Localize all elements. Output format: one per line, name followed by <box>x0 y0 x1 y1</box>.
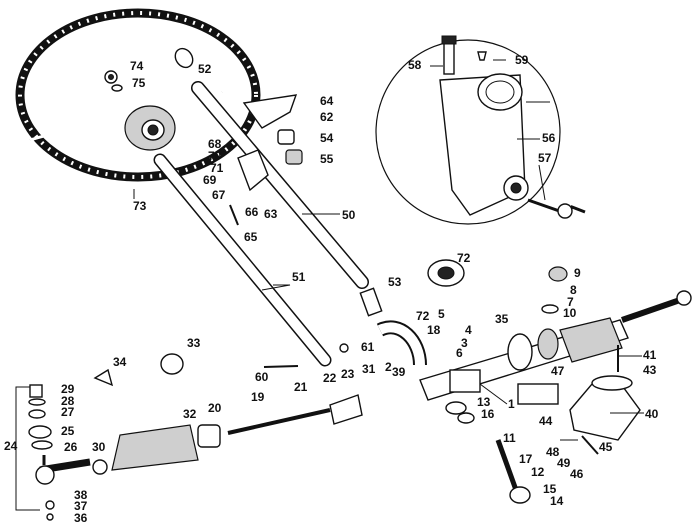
callout-38: 38 <box>74 488 88 502</box>
callout-51: 51 <box>292 270 306 284</box>
callout-6: 6 <box>456 346 463 360</box>
callout-45: 45 <box>599 440 613 454</box>
callout-39: 39 <box>392 365 406 379</box>
callout-19: 19 <box>251 390 265 404</box>
callout-13: 13 <box>477 395 491 409</box>
callout-46: 46 <box>570 467 584 481</box>
callout-58: 58 <box>408 58 422 72</box>
callout-49: 49 <box>557 456 571 470</box>
callout-53: 53 <box>388 275 402 289</box>
callout-37: 37 <box>74 499 88 513</box>
callout-34: 34 <box>113 355 127 369</box>
callout-73: 73 <box>133 199 147 213</box>
callout-27: 27 <box>61 405 75 419</box>
callout-26: 26 <box>64 440 78 454</box>
callout-28: 28 <box>61 394 75 408</box>
callout-18: 18 <box>427 323 441 337</box>
callout-33: 33 <box>187 336 201 350</box>
callout-20: 20 <box>208 401 222 415</box>
callout-41: 41 <box>643 348 657 362</box>
callout-56: 56 <box>542 131 556 145</box>
callout-1: 1 <box>508 397 515 411</box>
callout-14: 14 <box>550 494 564 508</box>
callout-70: 70 <box>208 149 222 163</box>
callout-72-lower: 72 <box>416 309 430 323</box>
callout-66: 66 <box>245 205 259 219</box>
column-lock-inset <box>375 35 586 225</box>
steering-column-tubes <box>153 47 369 367</box>
callout-44: 44 <box>539 414 553 428</box>
callout-25: 25 <box>61 424 75 438</box>
left-tie-rod-assembly <box>28 384 363 521</box>
callout-11: 11 <box>503 431 516 445</box>
callout-68: 68 <box>208 137 222 151</box>
leader-lines <box>15 59 644 511</box>
callout-30: 30 <box>92 440 106 454</box>
wheel-nut-and-washer <box>104 70 123 92</box>
column-clamp-parts <box>237 94 303 192</box>
boot-clips <box>93 353 184 387</box>
callout-23: 23 <box>341 367 355 381</box>
callout-7: 7 <box>567 295 574 309</box>
callout-5: 5 <box>438 307 445 321</box>
callout-15: 15 <box>543 482 557 496</box>
callout-17: 17 <box>519 452 533 466</box>
callout-52: 52 <box>198 62 212 76</box>
callout-75: 75 <box>132 76 146 90</box>
callout-24: 24 <box>4 439 18 453</box>
callout-10: 10 <box>563 306 577 320</box>
callout-9: 9 <box>574 266 581 280</box>
callout-21: 21 <box>294 380 308 394</box>
callout-3: 3 <box>461 336 468 350</box>
callout-29: 29 <box>61 382 75 396</box>
callout-40: 40 <box>645 407 659 421</box>
callout-8: 8 <box>570 283 577 297</box>
callout-55: 55 <box>320 152 334 166</box>
callout-54: 54 <box>320 131 334 145</box>
right-side-parts <box>445 266 641 504</box>
callout-64: 64 <box>320 94 334 108</box>
callout-63: 63 <box>264 207 278 221</box>
callout-22: 22 <box>323 371 337 385</box>
callout-71: 71 <box>210 161 224 175</box>
callout-16: 16 <box>481 407 495 421</box>
callout-35: 35 <box>495 312 509 326</box>
callout-67: 67 <box>212 188 226 202</box>
callout-32: 32 <box>183 407 197 421</box>
callout-62: 62 <box>320 110 334 124</box>
callout-36: 36 <box>74 511 88 525</box>
fasteners <box>229 204 619 455</box>
callout-47: 47 <box>551 364 565 378</box>
callout-74: 74 <box>130 59 144 73</box>
callout-31: 31 <box>362 362 376 376</box>
callout-12: 12 <box>531 465 545 479</box>
callout-69: 69 <box>203 173 217 187</box>
callout-60: 60 <box>255 370 269 384</box>
rack-housing <box>419 290 692 401</box>
callout-4: 4 <box>465 323 472 337</box>
steering-wheel <box>15 8 261 182</box>
callout-72-upper: 72 <box>457 251 471 265</box>
callout-48: 48 <box>546 445 560 459</box>
callout-61: 61 <box>361 340 375 354</box>
pinion-parts <box>359 259 465 366</box>
callout-2: 2 <box>385 360 392 374</box>
callout-57: 57 <box>538 151 552 165</box>
callout-50: 50 <box>342 208 356 222</box>
callout-43: 43 <box>643 363 657 377</box>
callout-59: 59 <box>515 53 529 67</box>
callout-65: 65 <box>244 230 258 244</box>
